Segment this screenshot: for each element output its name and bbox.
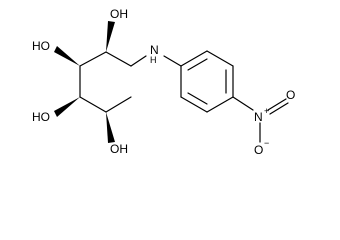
bond-nitro-o-top-2 <box>269 102 289 115</box>
bond-n-ring <box>163 55 182 67</box>
wedge-bond-c5-oh <box>106 112 115 143</box>
label-nitro-n: N <box>254 110 263 124</box>
bond-c2-c3 <box>79 51 107 67</box>
ring-bond-4 <box>206 96 234 113</box>
wedge-bond-c2-oh <box>106 21 115 52</box>
ring-double-bond-3 <box>187 92 208 105</box>
label-amine-n: N <box>150 43 159 57</box>
bond-nitro-o-top <box>267 98 287 111</box>
label-oh-c2: OH <box>110 7 128 21</box>
bond-c4-c5 <box>79 96 107 113</box>
bond-c1-c2 <box>105 51 132 67</box>
wedge-bond-c4-oh <box>54 97 80 117</box>
bond-c5-c6 <box>105 96 132 113</box>
label-amine-h: H <box>150 55 157 65</box>
label-nitro-o-top: O <box>286 88 295 102</box>
molecule-drawing: OH HO HO OH N H N + O O − <box>32 7 295 157</box>
structure-canvas: OH HO HO OH N H N + O O − <box>32 7 295 157</box>
ring-bond-1 <box>180 50 208 67</box>
ring-double-bond-1 <box>187 58 208 71</box>
label-nitro-o-charge: − <box>264 138 269 148</box>
bond-c1-n <box>130 55 147 67</box>
wedge-bond-c3-oh <box>54 46 80 66</box>
ring-bond-5 <box>180 96 208 113</box>
label-nitro-o-bottom: O <box>254 143 263 157</box>
label-oh-c5: OH <box>110 142 128 156</box>
label-ho-c4: HO <box>32 110 50 124</box>
ring-bond-2 <box>206 50 234 67</box>
bond-ring-nitro <box>232 96 254 111</box>
label-ho-c3: HO <box>32 39 50 53</box>
label-nitro-n-charge: + <box>264 106 269 116</box>
